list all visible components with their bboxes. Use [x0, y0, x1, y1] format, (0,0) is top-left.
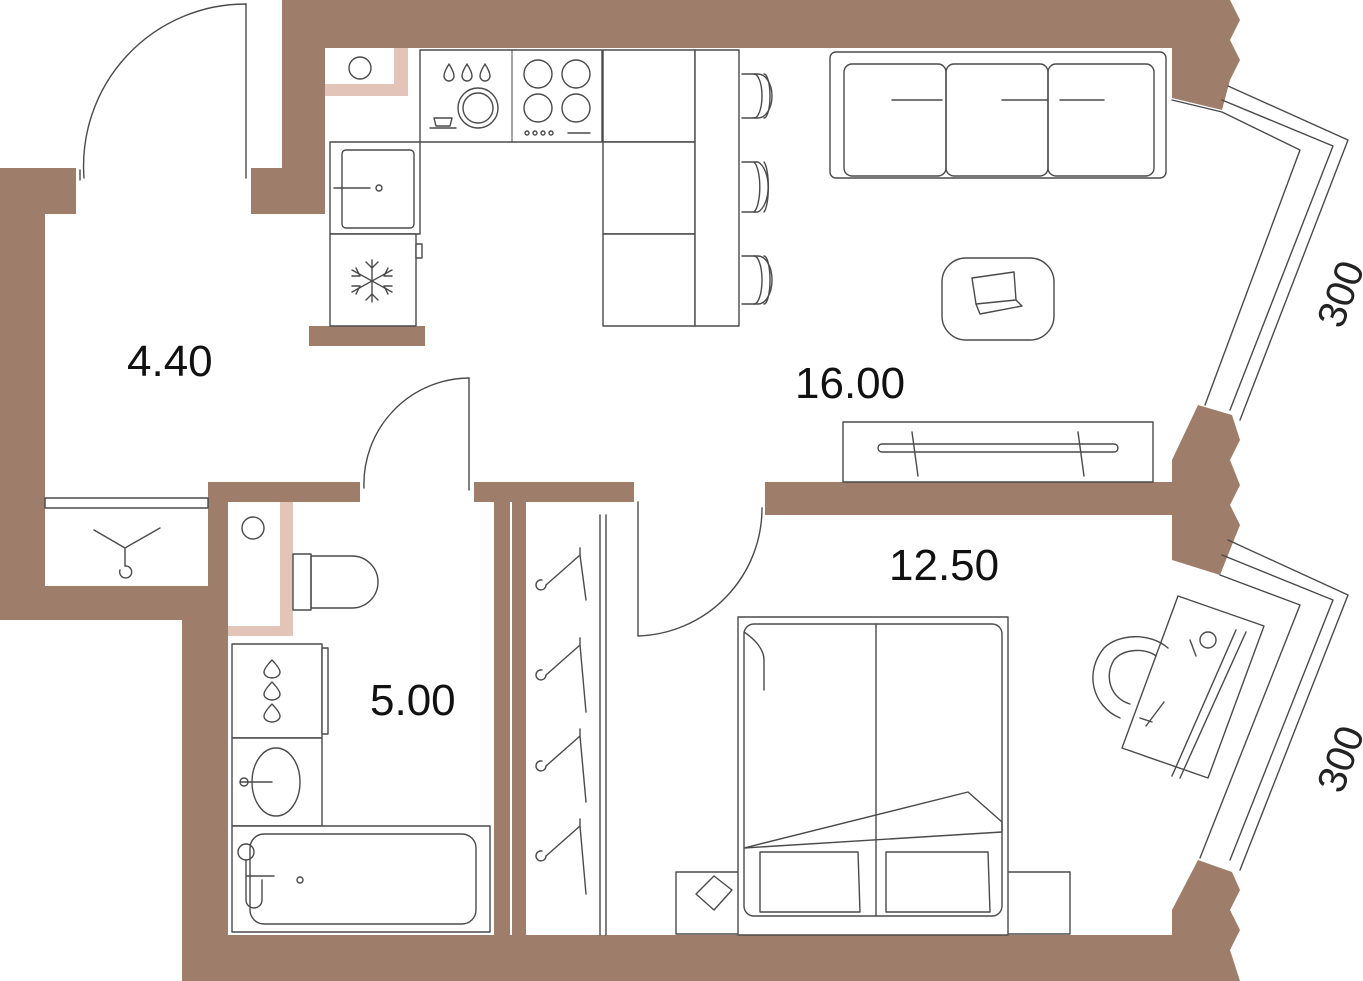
- balcony-upper-dimension: 300: [1309, 255, 1363, 333]
- partition-kitchen-shaft-bottom: [325, 84, 408, 96]
- kitchen-counter-left: [329, 141, 421, 235]
- nightstand-icon: [695, 875, 733, 911]
- wall-entrance-right: [251, 168, 325, 214]
- window-upper: [1171, 99, 1301, 406]
- balcony-upper-outline: [1227, 85, 1349, 421]
- sofa-icon: [829, 51, 1167, 179]
- wall-bedroom-top: [765, 482, 1175, 515]
- wall-east-pier: [1172, 405, 1240, 575]
- bathroom: [231, 516, 491, 933]
- wall-kitchen-niche: [309, 326, 425, 346]
- tv-icon: [842, 421, 1154, 483]
- wall-bath-west: [182, 586, 228, 981]
- window-lower: [1199, 574, 1301, 859]
- balconies: [44, 85, 1349, 871]
- partition-bath-shaft: [280, 502, 293, 636]
- wall-closet-inner: [512, 495, 526, 935]
- wall-hall-bath: [208, 482, 228, 586]
- kitchen: [329, 49, 773, 327]
- washing-machine-icon: [231, 643, 329, 739]
- bedroom-area-label: 12.50: [889, 541, 999, 590]
- washbasin-icon: [231, 737, 323, 827]
- bathtub-icon: [231, 825, 491, 933]
- coat-hanger-icon: [535, 637, 587, 713]
- wall-south: [182, 935, 1176, 981]
- dishwasher-icon: [429, 63, 499, 129]
- bar-stool-icon: [741, 73, 773, 119]
- closet: [535, 514, 607, 936]
- bathroom-area-label: 5.00: [370, 676, 456, 725]
- bar-stool-icon: [741, 255, 773, 305]
- toilet-icon: [292, 553, 379, 611]
- balcony-lower-outline: [1227, 539, 1349, 871]
- balcony-upper-inner: [1221, 99, 1334, 411]
- hallway-area-label: 4.40: [127, 337, 213, 386]
- wall-bath-closet: [494, 482, 510, 935]
- doors: [79, 3, 763, 637]
- coat-hanger-icon: [535, 547, 587, 601]
- window-west: [44, 497, 209, 509]
- bedroom-door-icon: [637, 501, 763, 637]
- wall-top: [282, 0, 1240, 168]
- living-area-label: 16.00: [795, 359, 905, 408]
- bed-icon: [675, 616, 1071, 936]
- balcony-lower-dimension: 300: [1309, 720, 1363, 798]
- bathroom-door-icon: [363, 377, 470, 491]
- bath-shaft-icon: [241, 516, 265, 540]
- stove-icon: [523, 59, 591, 136]
- kitchen-island: [602, 49, 740, 327]
- walls: [0, 0, 1240, 981]
- chair-icon: [1092, 636, 1169, 719]
- bar-stool-icon: [741, 161, 770, 213]
- sink-icon: [333, 149, 415, 229]
- coat-hanger-icon: [535, 818, 587, 895]
- partition-bath-shaft-bottom: [228, 626, 293, 636]
- desk-icon: [1121, 595, 1265, 779]
- fridge-icon: [351, 259, 393, 303]
- coat-hanger-icon: [535, 728, 587, 803]
- entrance-door-icon: [79, 3, 247, 181]
- balcony-lower-inner: [1221, 554, 1334, 861]
- wall-bath-top-left: [208, 482, 360, 502]
- kitchen-shaft-icon: [348, 56, 372, 80]
- wall-east-lower: [1172, 860, 1240, 981]
- coffee-table-icon: [941, 257, 1055, 341]
- wall-west: [0, 168, 45, 620]
- hallway-wardrobe-icon: [93, 527, 161, 579]
